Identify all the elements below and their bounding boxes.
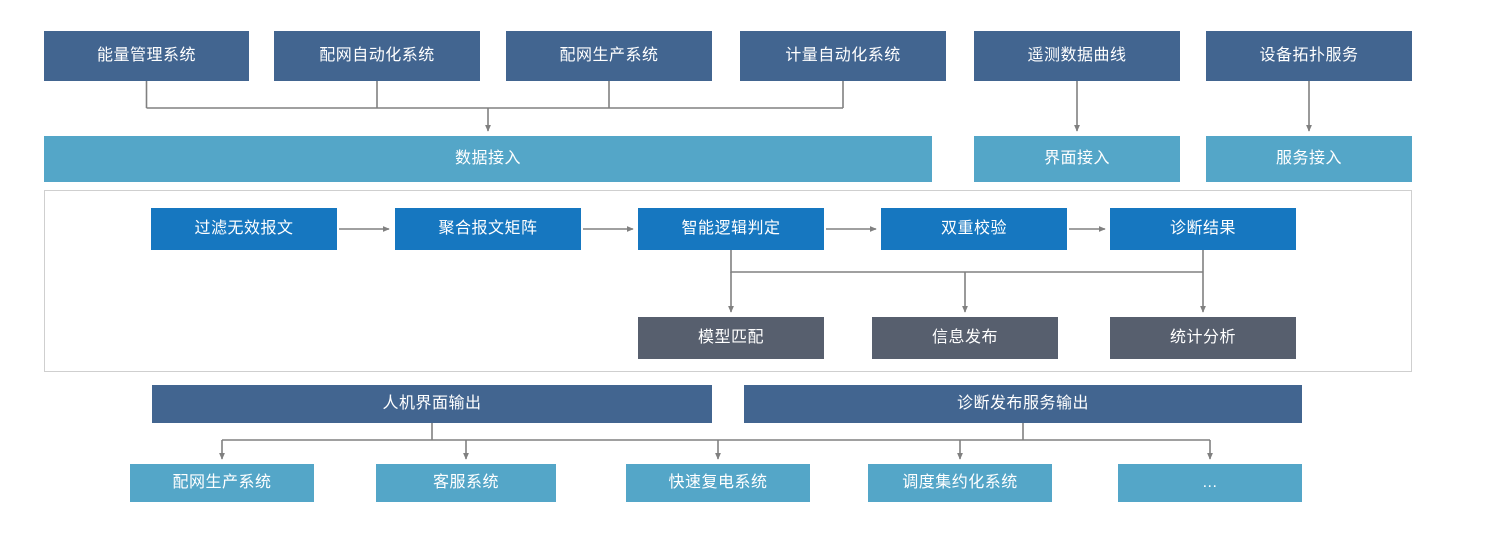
consumer-system-box[interactable]: 客服系统 xyxy=(376,464,556,502)
source-system-box[interactable]: 计量自动化系统 xyxy=(740,31,946,81)
consumer-system-box[interactable]: 快速复电系统 xyxy=(626,464,810,502)
consumer-system-box[interactable]: 调度集约化系统 xyxy=(868,464,1052,502)
process-step-box[interactable]: 双重校验 xyxy=(881,208,1067,250)
access-layer-bar[interactable]: 数据接入 xyxy=(44,136,932,182)
result-box[interactable]: 统计分析 xyxy=(1110,317,1296,359)
result-box[interactable]: 模型匹配 xyxy=(638,317,824,359)
source-system-box[interactable]: 能量管理系统 xyxy=(44,31,249,81)
access-layer-bar[interactable]: 界面接入 xyxy=(974,136,1180,182)
access-layer-bar[interactable]: 服务接入 xyxy=(1206,136,1412,182)
output-bar[interactable]: 人机界面输出 xyxy=(152,385,712,423)
result-box[interactable]: 信息发布 xyxy=(872,317,1058,359)
output-bar[interactable]: 诊断发布服务输出 xyxy=(744,385,1302,423)
process-step-box[interactable]: 诊断结果 xyxy=(1110,208,1296,250)
consumer-system-box-more[interactable]: ... xyxy=(1118,464,1302,502)
source-system-box[interactable]: 配网自动化系统 xyxy=(274,31,480,81)
process-step-box[interactable]: 过滤无效报文 xyxy=(151,208,337,250)
source-system-box[interactable]: 设备拓扑服务 xyxy=(1206,31,1412,81)
process-step-box[interactable]: 聚合报文矩阵 xyxy=(395,208,581,250)
source-system-box[interactable]: 遥测数据曲线 xyxy=(974,31,1180,81)
source-system-box[interactable]: 配网生产系统 xyxy=(506,31,712,81)
process-step-box[interactable]: 智能逻辑判定 xyxy=(638,208,824,250)
consumer-system-box[interactable]: 配网生产系统 xyxy=(130,464,314,502)
processing-panel xyxy=(44,190,1412,372)
